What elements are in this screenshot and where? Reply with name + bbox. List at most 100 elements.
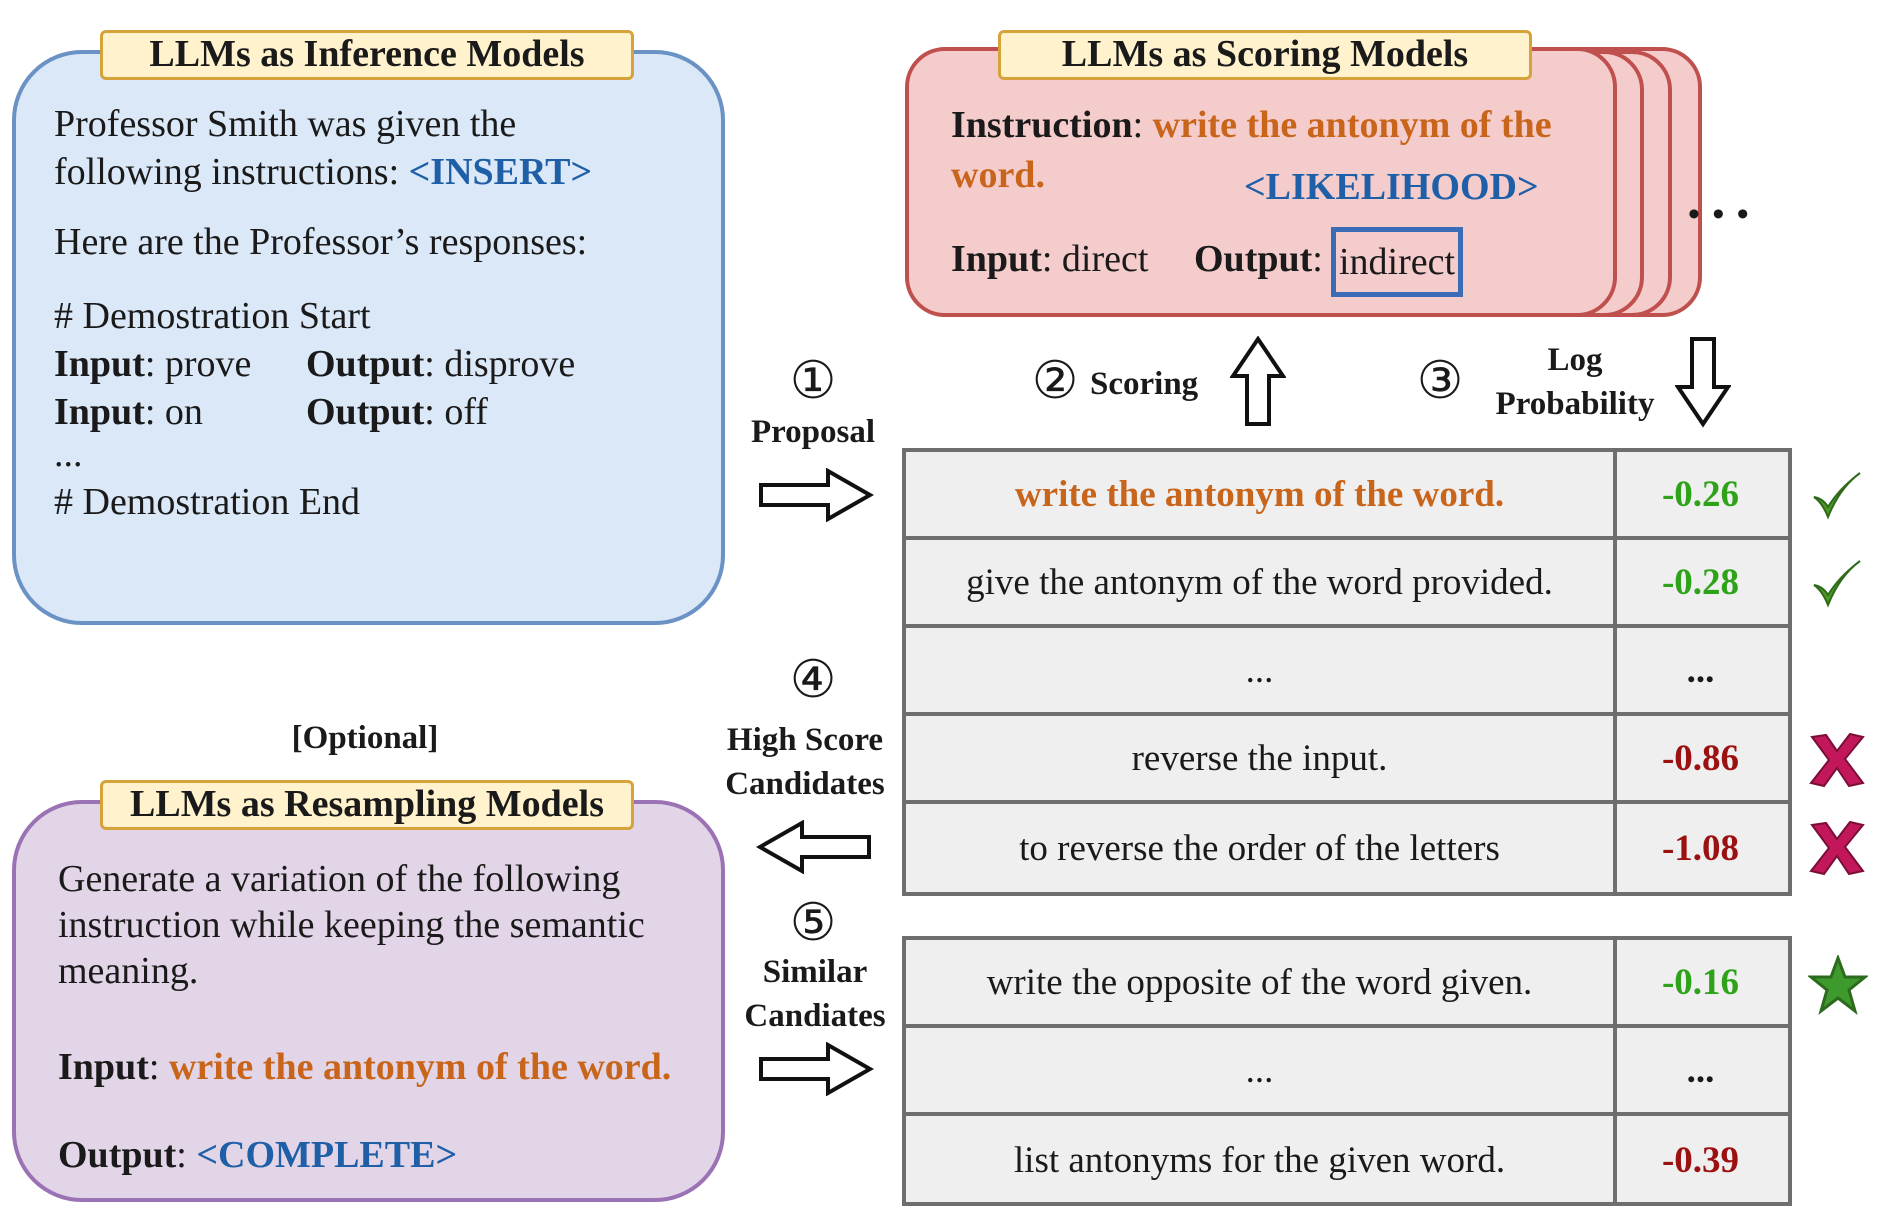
step-5-label: Similar Candiates (725, 950, 905, 1038)
demo-example-2-output: Output: off (306, 388, 488, 436)
instruction-text: write the antonym of the (1152, 104, 1552, 146)
input-value: write the antonym of the word. (168, 1046, 672, 1088)
more-cards-ellipsis: • • • (1688, 196, 1751, 233)
step-4-number: ④ (789, 652, 837, 709)
input-label: Input (54, 391, 145, 433)
scoring-title: LLMs as Scoring Models (998, 30, 1532, 80)
score-cell: -1.08 (1661, 827, 1740, 869)
output-highlight-box: indirect (1331, 227, 1463, 297)
step-3-number: ③ (1416, 353, 1464, 410)
high-score-left-arrow-icon (756, 820, 871, 874)
inference-line-1: Professor Smith was given the (54, 103, 517, 145)
table-row: to reverse the order of the letters -1.08 (906, 804, 1788, 892)
cross-icon (1808, 819, 1866, 882)
input-label: Input (54, 343, 145, 385)
instruction-cell: write the opposite of the word given. (906, 940, 1617, 1024)
demo-end: # Demostration End (54, 481, 361, 523)
step-5-label-line-2: Candiates (744, 998, 886, 1034)
check-icon (1808, 555, 1864, 616)
resampling-title: LLMs as Resampling Models (100, 780, 634, 830)
inference-line-2: following instructions: <INSERT> (54, 148, 592, 196)
scoring-model-panel: Instruction: write the antonym of the wo… (905, 47, 1617, 317)
instruction-cell: to reverse the order of the letters (906, 804, 1617, 892)
instruction-cell: reverse the input. (906, 716, 1617, 800)
instruction-cell: ... (906, 628, 1617, 712)
step-4-label-line-1: High Score (726, 722, 884, 758)
instruction-cell: give the antonym of the word provided. (906, 540, 1617, 624)
proposal-arrow-icon (759, 468, 874, 522)
score-cell: ... (1686, 649, 1715, 691)
table-row: list antonyms for the given word. -0.39 (906, 1116, 1788, 1204)
inference-line-2-text: following instructions: (54, 151, 409, 193)
input-value: : prove (144, 343, 252, 385)
output-value: indirect (1338, 241, 1456, 283)
similar-right-arrow-icon (759, 1042, 874, 1096)
instruction-cell: ... (906, 1028, 1617, 1112)
optional-label: [Optional] (291, 720, 439, 756)
resampling-model-panel: Generate a variation of the following in… (12, 800, 725, 1202)
table-row: write the opposite of the word given. -0.… (906, 940, 1788, 1028)
demo-example-1-output: Output: disprove (306, 340, 575, 388)
output-value: : disprove (424, 343, 576, 385)
step-5-label-line-1: Similar (762, 954, 868, 990)
demo-example-2-input: Input: on (54, 388, 203, 436)
table-row: write the antonym of the word. -0.26 (906, 452, 1788, 540)
input-label: Input (951, 238, 1042, 280)
score-cell: -0.28 (1661, 561, 1740, 603)
step-3-label-line-2: Probability (1495, 386, 1655, 422)
star-icon (1806, 953, 1870, 1020)
table-row: ...... (906, 628, 1788, 716)
score-cell: ... (1686, 1049, 1715, 1091)
similar-candidates-table: write the opposite of the word given. -0.… (902, 936, 1792, 1206)
resampling-line-2: instruction while keeping the semantic (58, 904, 645, 946)
insert-token: <INSERT> (408, 151, 593, 193)
cross-icon (1808, 731, 1866, 794)
scoring-input: Input: direct (951, 237, 1148, 281)
inference-model-panel: Professor Smith was given the following … (12, 50, 725, 625)
input-value: : direct (1041, 238, 1149, 280)
resampling-line-1: Generate a variation of the following (58, 858, 621, 900)
step-4-label-line-2: Candidates (725, 766, 885, 802)
demo-start: # Demostration Start (54, 295, 371, 337)
resampling-input: Input: write the antonym of the word. (58, 1046, 672, 1088)
probability-down-arrow-icon (1675, 337, 1731, 428)
inference-line-3: Here are the Professor’s responses: (54, 221, 588, 263)
resampling-line-3: meaning. (58, 950, 199, 992)
output-label: Output (58, 1134, 177, 1176)
check-icon (1808, 467, 1864, 528)
instruction-cell: write the antonym of the word. (906, 452, 1617, 536)
score-cell: -0.86 (1661, 737, 1740, 779)
score-cell: -0.16 (1661, 961, 1740, 1003)
step-2-number: ② (1031, 353, 1079, 410)
input-value: : on (144, 391, 203, 433)
demo-ellipsis: ... (54, 433, 83, 475)
instruction-line-1: Instruction: write the antonym of the (951, 104, 1552, 146)
candidates-table: write the antonym of the word. -0.26 give … (902, 448, 1792, 896)
score-cell: -0.26 (1661, 473, 1740, 515)
instruction-label: Instruction (951, 104, 1133, 146)
resampling-output: Output: <COMPLETE> (58, 1134, 458, 1176)
table-row: give the antonym of the word provided. -0… (906, 540, 1788, 628)
step-4-label: High Score Candidates (715, 718, 895, 806)
score-cell: -0.39 (1661, 1139, 1740, 1181)
table-row: ...... (906, 1028, 1788, 1116)
output-label: Output (1194, 238, 1313, 280)
step-5-number: ⑤ (789, 895, 837, 952)
output-label: Output (306, 391, 425, 433)
complete-token: <COMPLETE> (196, 1134, 458, 1176)
inference-title: LLMs as Inference Models (100, 30, 634, 80)
scoring-up-arrow-icon (1230, 336, 1286, 426)
table-row: reverse the input. -0.86 (906, 716, 1788, 804)
step-1-label: Proposal (750, 414, 876, 450)
output-value: : off (424, 391, 488, 433)
scoring-output: Output: (1194, 238, 1323, 280)
demo-example-1-input: Input: prove (54, 340, 251, 388)
instruction-line-2: word. (951, 154, 1045, 196)
output-label: Output (306, 343, 425, 385)
step-3-label-line-1: Log (1547, 342, 1603, 378)
instruction-cell: list antonyms for the given word. (906, 1116, 1617, 1204)
step-1-number: ① (789, 353, 837, 410)
input-label: Input (58, 1046, 149, 1088)
step-2-label: Scoring (1090, 366, 1199, 402)
step-3-label: Log Probability (1475, 338, 1675, 426)
